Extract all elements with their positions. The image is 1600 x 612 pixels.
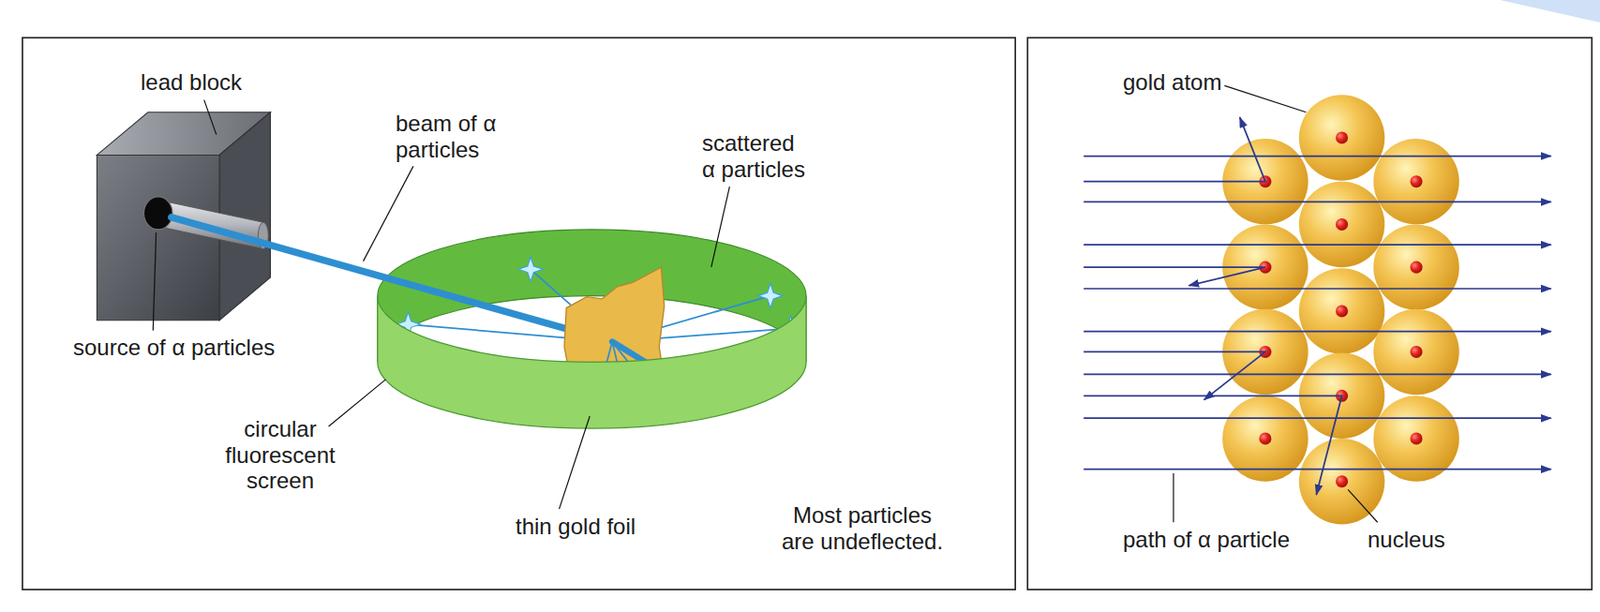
path-arrow: [1083, 155, 1552, 158]
path-arrow: [1083, 243, 1552, 246]
callout-label: lead block: [140, 69, 242, 96]
callout-label: beam of α particles: [395, 110, 524, 163]
gold-atoms: [1222, 94, 1460, 524]
nucleus-dot: [1410, 175, 1423, 188]
corner-tab: [1499, 0, 1600, 23]
gold-atom: [1373, 309, 1459, 395]
path-arrow: [1083, 417, 1552, 419]
gold-atom: [1299, 438, 1385, 524]
leader-lines: [152, 100, 730, 509]
screen-front: [377, 296, 807, 429]
nucleus-dot: [1410, 261, 1423, 274]
left-panel: [22, 37, 1016, 590]
nucleus-dot: [1335, 475, 1348, 488]
callout-label: scattered α particles: [702, 130, 811, 182]
path-arrow: [1083, 287, 1552, 290]
path-arrow: [1083, 468, 1552, 471]
path-arrow: [1083, 395, 1342, 495]
callout-label: source of α particles: [73, 334, 275, 361]
leader-line: [1347, 489, 1378, 523]
leader-line: [1172, 473, 1174, 523]
path-arrow: [1083, 351, 1266, 400]
star: [518, 256, 543, 282]
callout-label: path of α particle: [1122, 526, 1290, 554]
callout-label: Most particles are undeflected.: [778, 502, 946, 554]
callout-label: thin gold foil: [515, 513, 636, 540]
nuclei: [1258, 131, 1422, 488]
callout-label: nucleus: [1367, 526, 1446, 554]
nucleus-dot: [1335, 218, 1348, 231]
leader-line: [711, 186, 731, 268]
leader-lines: [1173, 85, 1378, 523]
right-panel: [1027, 37, 1592, 590]
source-hole: [143, 196, 172, 230]
path-arrow: [1083, 267, 1266, 286]
leader-line: [328, 379, 387, 427]
gold-atom: [1299, 268, 1385, 354]
callout-label: circular fluorescent screen: [214, 416, 346, 494]
gold-atom: [1299, 181, 1385, 268]
leader-line: [559, 416, 591, 509]
nucleus-dot: [1410, 345, 1423, 359]
alpha-paths: [1083, 117, 1552, 495]
callout-label: gold atom: [1122, 69, 1222, 96]
nucleus-dot: [1335, 304, 1348, 317]
star: [758, 284, 783, 309]
path-arrow: [1083, 373, 1552, 376]
gold-atom: [1373, 224, 1459, 310]
leader-line: [1224, 85, 1306, 112]
block-front: [96, 154, 220, 320]
nucleus-dot: [1335, 131, 1348, 144]
leader-line: [152, 232, 156, 330]
leader-line: [363, 165, 414, 261]
leader-line: [204, 100, 217, 135]
path-arrow: [1083, 201, 1552, 204]
path-arrow: [1083, 330, 1552, 333]
gold-atom: [1373, 138, 1459, 225]
lead-block: [96, 112, 270, 321]
path-arrow: [1083, 117, 1266, 182]
gold-atom: [1299, 94, 1385, 180]
nucleus-dot: [1410, 432, 1423, 445]
nucleus-dot: [1258, 432, 1272, 445]
